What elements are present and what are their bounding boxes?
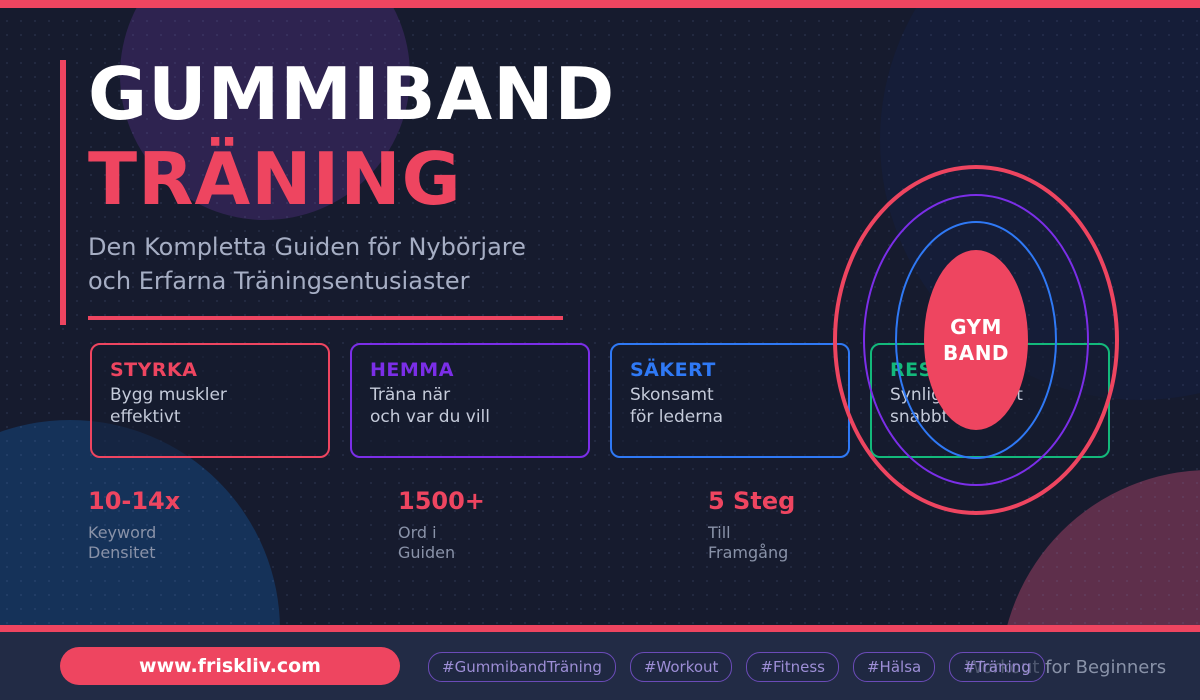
feature-card-title: HEMMA [370, 359, 454, 381]
feature-card-title: SÄKERT [630, 359, 716, 381]
stat-keyword-density: 10-14x Keyword Densitet [88, 487, 328, 564]
feature-card-description: Bygg muskler effektivt [110, 385, 227, 427]
subtitle-underline [88, 316, 563, 320]
hashtag-pill[interactable]: #Hälsa [852, 652, 936, 682]
ring-inner-blue [895, 221, 1057, 459]
gym-band-label-line1: GYM [950, 315, 1002, 339]
headline-accent-rule [60, 60, 66, 325]
website-url-button[interactable]: www.friskliv.com [60, 647, 400, 685]
gym-band-label-line2: BAND [942, 341, 1010, 365]
gym-band-badge: GYM BAND [924, 250, 1028, 430]
top-accent-bar [0, 0, 1200, 8]
hashtag-pill[interactable]: #Träning [949, 652, 1045, 682]
page-subtitle: Den Kompletta Guiden för Nybörjare och E… [88, 233, 526, 296]
page-title-secondary: TRÄNING [88, 137, 462, 221]
website-url-label: www.friskliv.com [139, 655, 321, 677]
hashtag-pill[interactable]: #Workout [629, 652, 733, 682]
stat-steps: 5 Steg Till Framgång [708, 487, 948, 564]
feature-card-sakert: SÄKERT Skonsamt för lederna [610, 343, 850, 458]
stat-label: Till Framgång [708, 522, 789, 563]
stat-word-count: 1500+ Ord i Guiden [398, 487, 638, 564]
stat-value: 1500+ [398, 487, 485, 515]
stat-label: Ord i Guiden [398, 522, 456, 563]
feature-card-description: Träna när och var du vill [370, 385, 490, 427]
ring-middle-purple [863, 194, 1089, 486]
feature-card-description: Skonsamt för lederna [630, 385, 724, 427]
feature-card-title: STYRKA [110, 359, 198, 381]
hashtag-list: #GummibandTräning #Workout #Fitness #Häl… [428, 652, 1045, 682]
feature-card-hemma: HEMMA Träna när och var du vill [350, 343, 590, 458]
stat-value: 5 Steg [708, 487, 796, 515]
feature-card-styrka: STYRKA Bygg muskler effektivt [90, 343, 330, 458]
stat-label: Keyword Densitet [88, 522, 157, 563]
ring-outer-red [833, 165, 1119, 515]
footer-accent-bar [0, 625, 1200, 632]
hashtag-pill[interactable]: #Fitness [746, 652, 839, 682]
hashtag-pill[interactable]: #GummibandTräning [428, 652, 616, 682]
stat-value: 10-14x [88, 487, 181, 515]
page-title-primary: GUMMIBAND [88, 52, 616, 136]
concentric-rings-graphic: GYM BAND [826, 160, 1126, 520]
